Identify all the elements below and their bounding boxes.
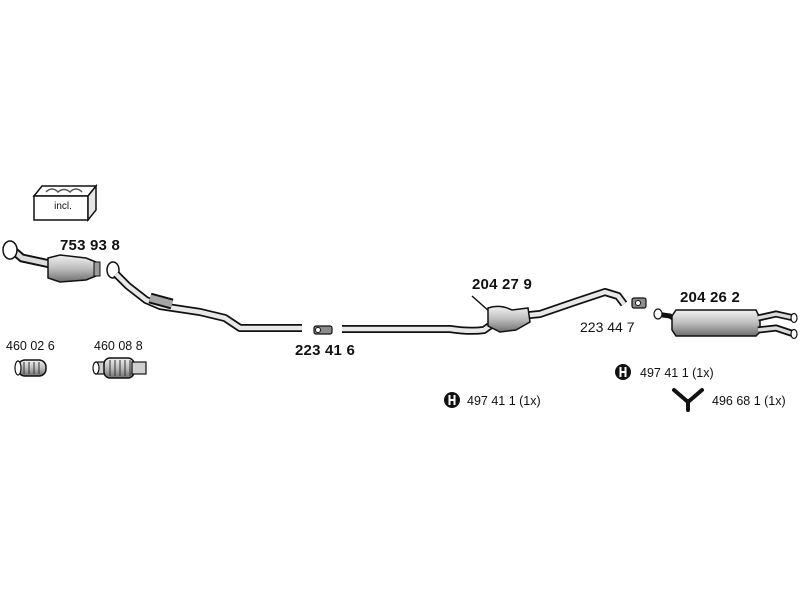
label-753938: 753 93 8 (60, 237, 120, 254)
flex-pipe-460088-part[interactable] (92, 357, 147, 379)
y-bracket-icon (672, 388, 704, 412)
rubber-hanger-icon (615, 364, 631, 380)
label-hanger-a: 497 41 1 (1x) (640, 366, 714, 380)
label-bracket: 496 68 1 (1x) (712, 394, 786, 408)
label-223447: 223 44 7 (580, 319, 635, 335)
flex-pipe-460026-part[interactable] (14, 359, 47, 377)
rubber-hanger-icon (444, 392, 460, 408)
clamp-223416-part[interactable] (313, 325, 333, 335)
label-460088: 460 08 8 (94, 339, 143, 353)
clamp-223447-part[interactable] (631, 297, 647, 309)
kit-incl-label: incl. (54, 201, 72, 212)
catalytic-converter-part[interactable] (2, 240, 101, 283)
mounting-kit-icon (32, 183, 98, 223)
front-pipe-part[interactable] (106, 261, 302, 332)
label-hanger-b: 497 41 1 (1x) (467, 394, 541, 408)
label-204279: 204 27 9 (472, 276, 532, 293)
rear-silencer-part[interactable] (653, 308, 798, 340)
label-223416: 223 41 6 (295, 342, 355, 359)
label-204262: 204 26 2 (680, 289, 740, 306)
middle-pipe-part[interactable] (342, 288, 628, 335)
label-460026: 460 02 6 (6, 339, 55, 353)
